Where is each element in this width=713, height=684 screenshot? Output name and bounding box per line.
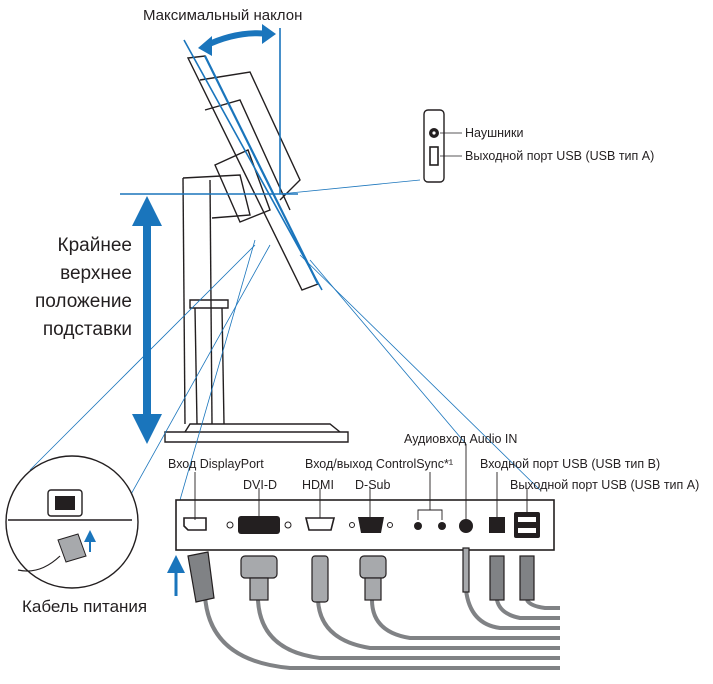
power-cable-label: Кабель питания bbox=[22, 597, 148, 616]
displayport-label: Вход DisplayPort bbox=[168, 457, 264, 471]
stand-top-line-1: Крайнее bbox=[57, 235, 132, 256]
height-arrow bbox=[132, 196, 162, 444]
monitor-side-view bbox=[164, 55, 349, 443]
stand-top-line-2: верхнее bbox=[60, 263, 132, 284]
stand-top-line-3: положение bbox=[34, 291, 132, 312]
max-tilt-label: Максимальный наклон bbox=[143, 7, 303, 24]
usb-in-label: Входной порт USB (USB тип B) bbox=[480, 457, 661, 471]
side-ports-inset bbox=[423, 109, 462, 183]
usb-out-bottom-label: Выходной порт USB (USB тип A) bbox=[510, 478, 700, 492]
tilt-arrow bbox=[203, 30, 271, 49]
audio-in-label: Аудиовход Audio IN bbox=[404, 432, 518, 446]
headphones-label: Наушники bbox=[465, 126, 524, 140]
plugs bbox=[187, 547, 535, 603]
usb-out-top-label: Выходной порт USB (USB тип A) bbox=[465, 149, 655, 163]
cables bbox=[202, 579, 560, 670]
dsub-label: D-Sub bbox=[355, 478, 391, 492]
dvi-label: DVI-D bbox=[243, 478, 278, 492]
controlsync-label: Вход/выход ControlSync*¹ bbox=[305, 457, 454, 471]
rear-connector-panel bbox=[175, 499, 555, 551]
hdmi-label: HDMI bbox=[302, 478, 334, 492]
stand-top-line-4: подставки bbox=[42, 319, 132, 340]
stand-top-position-label: Крайнее верхнее положение подставки bbox=[30, 232, 132, 344]
power-inlet-inset bbox=[5, 455, 139, 589]
